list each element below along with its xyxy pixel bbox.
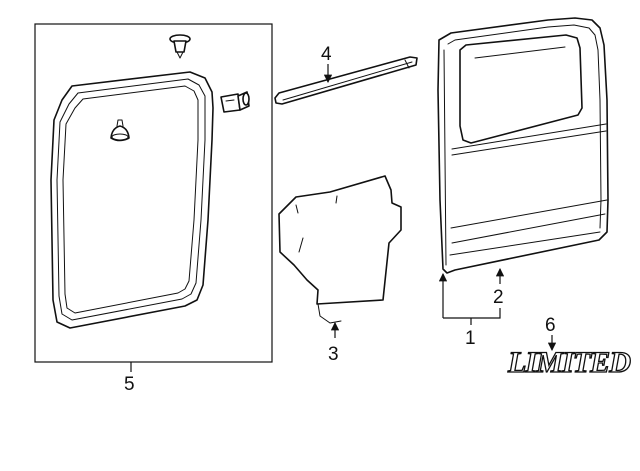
belt-molding (274, 56, 418, 105)
side-fastener-icon (220, 91, 250, 113)
weatherstrip-group (34, 23, 273, 363)
door-shell-part (437, 17, 609, 274)
callout-1-bracket (442, 284, 501, 319)
weatherstrip-inner-line-2 (62, 85, 199, 314)
belt-molding-part (274, 56, 418, 105)
top-clip-icon (169, 34, 191, 59)
weatherstrip-frame-box (34, 23, 273, 363)
water-shield-part (278, 175, 402, 324)
water-shield (278, 175, 402, 305)
callout-6: 6 (545, 315, 556, 336)
callout-1: 1 (465, 328, 476, 349)
emblem-text: LIMITED (507, 346, 630, 379)
limited-emblem: LIMITED (506, 345, 632, 379)
weatherstrip-inner-line (56, 78, 206, 321)
push-clip-icon (110, 119, 130, 142)
door-weatherstrip (50, 71, 214, 329)
callout-5: 5 (124, 374, 135, 395)
callout-3: 3 (328, 344, 339, 365)
door-shell (437, 17, 609, 274)
callout-4: 4 (321, 44, 332, 65)
door-window-opening (459, 34, 583, 144)
callout-2: 2 (493, 287, 504, 308)
